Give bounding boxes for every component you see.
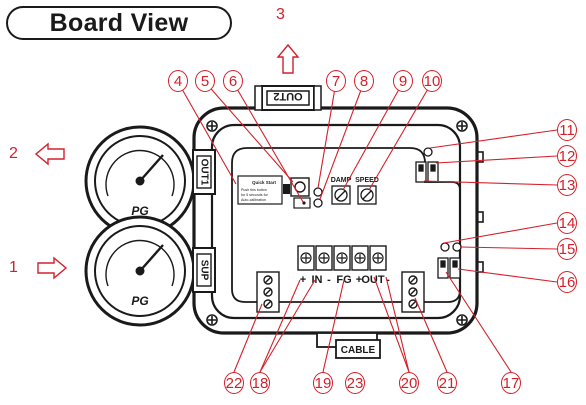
callout-11: 11 (557, 119, 577, 141)
callout-12: 12 (557, 145, 577, 167)
callout-13: 13 (557, 174, 577, 196)
callout-15: 15 (557, 238, 577, 260)
callout-17: 17 (501, 372, 521, 394)
gauge-lower-brand: PG (131, 294, 148, 308)
terminal-out: OUT (361, 274, 385, 286)
page-title: Board View (6, 6, 232, 40)
port-out1-label: OUT1 (198, 159, 209, 186)
cable-port (316, 332, 381, 359)
callout-22: 22 (224, 372, 244, 394)
status-leds-right-mid (437, 242, 462, 279)
terminal-plus-out: + (356, 274, 362, 286)
callout-7: 7 (326, 70, 346, 92)
callout-9: 9 (393, 70, 413, 92)
port-sup-label: SUP (198, 260, 209, 281)
callout-23: 23 (345, 372, 365, 394)
terminal-plus-in: + (300, 274, 306, 286)
quick-start-label (237, 175, 290, 205)
arrow-label-3: 3 (276, 6, 285, 23)
terminal-block (297, 245, 387, 271)
terminal-block-left (256, 271, 280, 313)
damp-potentiometer (331, 185, 351, 205)
port-out2-label: OUT2 (273, 90, 302, 102)
quick-start-line3: Auto-calibration (241, 198, 266, 202)
arrow-label-1: 1 (9, 259, 18, 276)
gauge-upper (84, 125, 196, 237)
terminal-minus-out: - (386, 274, 390, 286)
quick-start-line1: Push this button (241, 188, 267, 192)
callout-19: 19 (313, 372, 333, 394)
speed-potentiometer (357, 185, 377, 205)
callout-10: 10 (422, 70, 442, 92)
callout-21: 21 (437, 372, 457, 394)
page-title-text: Board View (49, 8, 189, 37)
callout-8: 8 (354, 70, 374, 92)
gauge-connectors (192, 149, 216, 293)
status-led-right-top (415, 147, 439, 183)
leader-lines (177, 81, 558, 373)
callout-18: 18 (250, 372, 270, 394)
callout-5: 5 (195, 70, 215, 92)
cable-label: CABLE (341, 345, 376, 356)
callout-16: 16 (557, 271, 577, 293)
callout-14: 14 (557, 212, 577, 234)
right-arrow-icon (37, 256, 68, 280)
callout-20: 20 (399, 372, 419, 394)
terminal-block-right (401, 271, 425, 313)
gauge-upper-brand: PG (131, 204, 148, 218)
circuit-board (231, 147, 461, 303)
terminal-in: IN (312, 274, 323, 286)
port-out2 (254, 85, 322, 111)
speed-label: SPEED (355, 177, 379, 184)
flow-arrows (34, 43, 300, 280)
gauge-lower (84, 215, 196, 327)
corner-screws (206, 120, 468, 326)
terminal-minus-in: - (327, 274, 331, 286)
quick-start-line2: for 5 seconds for (241, 193, 269, 197)
calibration-button (290, 177, 311, 209)
damp-label: DAMP (331, 177, 352, 184)
callout-6: 6 (223, 70, 243, 92)
quick-start-title: Quick Start (252, 180, 277, 185)
callout-4: 4 (168, 70, 188, 92)
arrow-label-2: 2 (9, 145, 18, 162)
left-arrow-icon (34, 142, 65, 166)
up-arrow-icon (276, 43, 300, 74)
